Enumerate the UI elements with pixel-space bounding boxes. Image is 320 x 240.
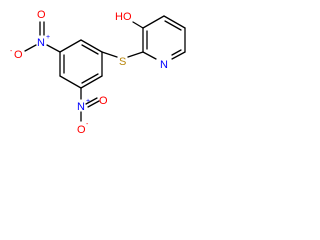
nitro-bottom-nitrogen: N — [77, 101, 85, 113]
nitro-top-oxygen-charge: - — [10, 48, 13, 55]
sulfur-atom: S — [119, 56, 126, 68]
pyridine-ring: N — [142, 15, 186, 71]
nitro-bottom-oxygen-charge: - — [86, 121, 89, 128]
benzene-ring — [59, 39, 103, 89]
nitro-top-oxygen-single: O — [14, 49, 23, 61]
nitro-group-top: N + O O - — [10, 9, 61, 61]
nitro-bottom-charge: + — [86, 98, 90, 105]
nitro-bottom-oxygen-single: O — [77, 124, 86, 136]
nitro-bottom-oxygen-double: O — [99, 95, 108, 107]
hydroxyl-label: HO — [115, 11, 132, 23]
thioether-bridge: S — [101, 51, 144, 68]
nitro-top-oxygen-double: O — [37, 9, 46, 21]
chemical-structure: N + O O - N + O O - S N — [10, 9, 186, 136]
nitro-top-charge: + — [46, 34, 50, 41]
pyridine-nitrogen: N — [160, 59, 168, 71]
nitro-group-bottom: N + O O - — [77, 87, 108, 136]
hydroxyl-group: HO — [115, 11, 144, 29]
nitro-top-nitrogen: N — [37, 37, 45, 49]
